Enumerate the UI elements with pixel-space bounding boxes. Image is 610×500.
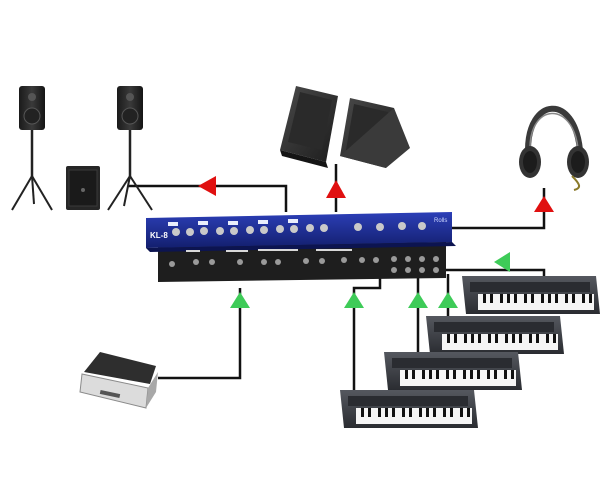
keyboard-3-black-keys	[405, 370, 514, 379]
output-arrow-monitors	[326, 180, 346, 198]
subwoofer	[66, 166, 100, 210]
input-arrow-pedal	[230, 292, 250, 308]
mixer: KL-8 Rolls	[146, 212, 456, 282]
input-arrow-keyboard-4	[344, 292, 364, 308]
keyboard-1-black-keys	[483, 294, 592, 303]
cable-keyboard-1	[436, 268, 546, 276]
keyboard-3	[384, 352, 522, 390]
pa-speaker-left	[11, 86, 53, 211]
expression-pedal	[79, 352, 158, 409]
stage-monitor-left	[280, 86, 338, 168]
keyboard-4-black-keys	[361, 408, 470, 417]
keyboard-2	[426, 316, 564, 354]
output-arrow-main-speakers-shape	[198, 176, 216, 196]
pa-speaker-right	[107, 86, 153, 211]
keyboard-2-black-keys	[447, 334, 556, 343]
mixer-channel-badges	[168, 219, 298, 226]
cable-main-speakers	[128, 184, 288, 212]
mixer-back-jacks	[169, 256, 439, 273]
mixer-knobs	[172, 222, 426, 236]
keyboard-1	[462, 276, 600, 314]
mixer-model-label: KL-8	[150, 231, 168, 240]
mixer-back-labels	[186, 249, 352, 252]
output-arrow-headphones	[534, 196, 554, 212]
arrows	[198, 176, 554, 308]
mixer-front-panel	[146, 212, 452, 248]
cable-headphones	[446, 188, 546, 230]
input-arrow-keyboard-1	[494, 252, 510, 272]
stage-monitor-right	[340, 98, 410, 168]
mixer-brand-label: Rolls	[434, 218, 447, 224]
cable-pedal	[158, 288, 242, 380]
cable-keyboard-4	[352, 274, 382, 396]
headphones	[519, 105, 589, 191]
input-arrow-keyboard-3	[408, 292, 428, 308]
keyboard-4	[340, 390, 478, 428]
input-arrow-keyboard-2	[438, 292, 458, 308]
